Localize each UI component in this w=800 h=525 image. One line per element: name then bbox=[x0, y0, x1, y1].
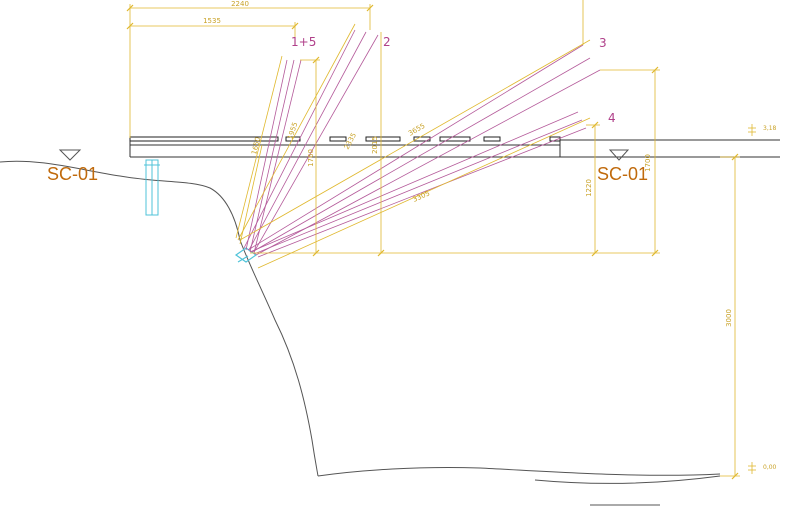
deck-slats bbox=[129, 136, 561, 142]
section-marker-right-triangle bbox=[608, 149, 630, 161]
dim-1220-label: 1220 bbox=[585, 179, 593, 197]
position-label-4: 4 bbox=[608, 111, 616, 125]
dim-1535-label: 1535 bbox=[203, 17, 221, 25]
dim-ticks bbox=[126, 4, 739, 480]
dim-3000-label: 3000 bbox=[725, 309, 733, 327]
level-label-bottom: 0,00 bbox=[763, 464, 777, 471]
section-label-right: SC-01 bbox=[597, 164, 648, 184]
position-label-2: 2 bbox=[383, 35, 391, 49]
slat bbox=[329, 136, 347, 142]
slat bbox=[365, 136, 401, 142]
section-markers bbox=[58, 149, 630, 161]
dim-diag-c-line bbox=[239, 144, 263, 245]
level-label-top: 3,18 bbox=[763, 125, 777, 132]
member-positions bbox=[243, 29, 601, 258]
terrain-left-profile bbox=[0, 160, 319, 477]
dim-1700-label: 1700 bbox=[644, 154, 652, 172]
level-markers bbox=[748, 124, 756, 474]
deck bbox=[129, 138, 780, 158]
dim-3655-line bbox=[239, 39, 591, 241]
section-label-left: SC-01 bbox=[47, 164, 98, 184]
slat bbox=[483, 136, 501, 142]
dim-diag-b-line bbox=[237, 23, 356, 241]
support-post bbox=[144, 159, 160, 216]
dim-diag-a-line bbox=[235, 55, 283, 239]
terrain bbox=[0, 160, 721, 506]
slat bbox=[549, 136, 561, 142]
ground-bottom-line bbox=[317, 466, 721, 477]
dim-vert-b-label: 2015 bbox=[371, 136, 379, 154]
member-position-1-5 bbox=[245, 59, 302, 254]
position-label-1-5: 1+5 bbox=[291, 35, 316, 49]
dimension-lines bbox=[126, 0, 740, 480]
slat bbox=[439, 136, 471, 142]
position-label-3: 3 bbox=[599, 36, 607, 50]
member-position-4 bbox=[249, 111, 587, 258]
section-marker-left-triangle bbox=[58, 149, 82, 161]
dim-vert-a-label: 1760 bbox=[307, 149, 315, 167]
ground-right-line bbox=[534, 475, 721, 484]
dim-3305-label: 3305 bbox=[412, 189, 432, 204]
dim-3305-line bbox=[257, 117, 591, 269]
dim-2240-label: 2240 bbox=[231, 0, 249, 8]
slat bbox=[129, 136, 279, 142]
hinge-line bbox=[237, 255, 249, 263]
member-position-3 bbox=[247, 44, 601, 256]
dim-diag-b-label: 2335 bbox=[343, 131, 358, 150]
